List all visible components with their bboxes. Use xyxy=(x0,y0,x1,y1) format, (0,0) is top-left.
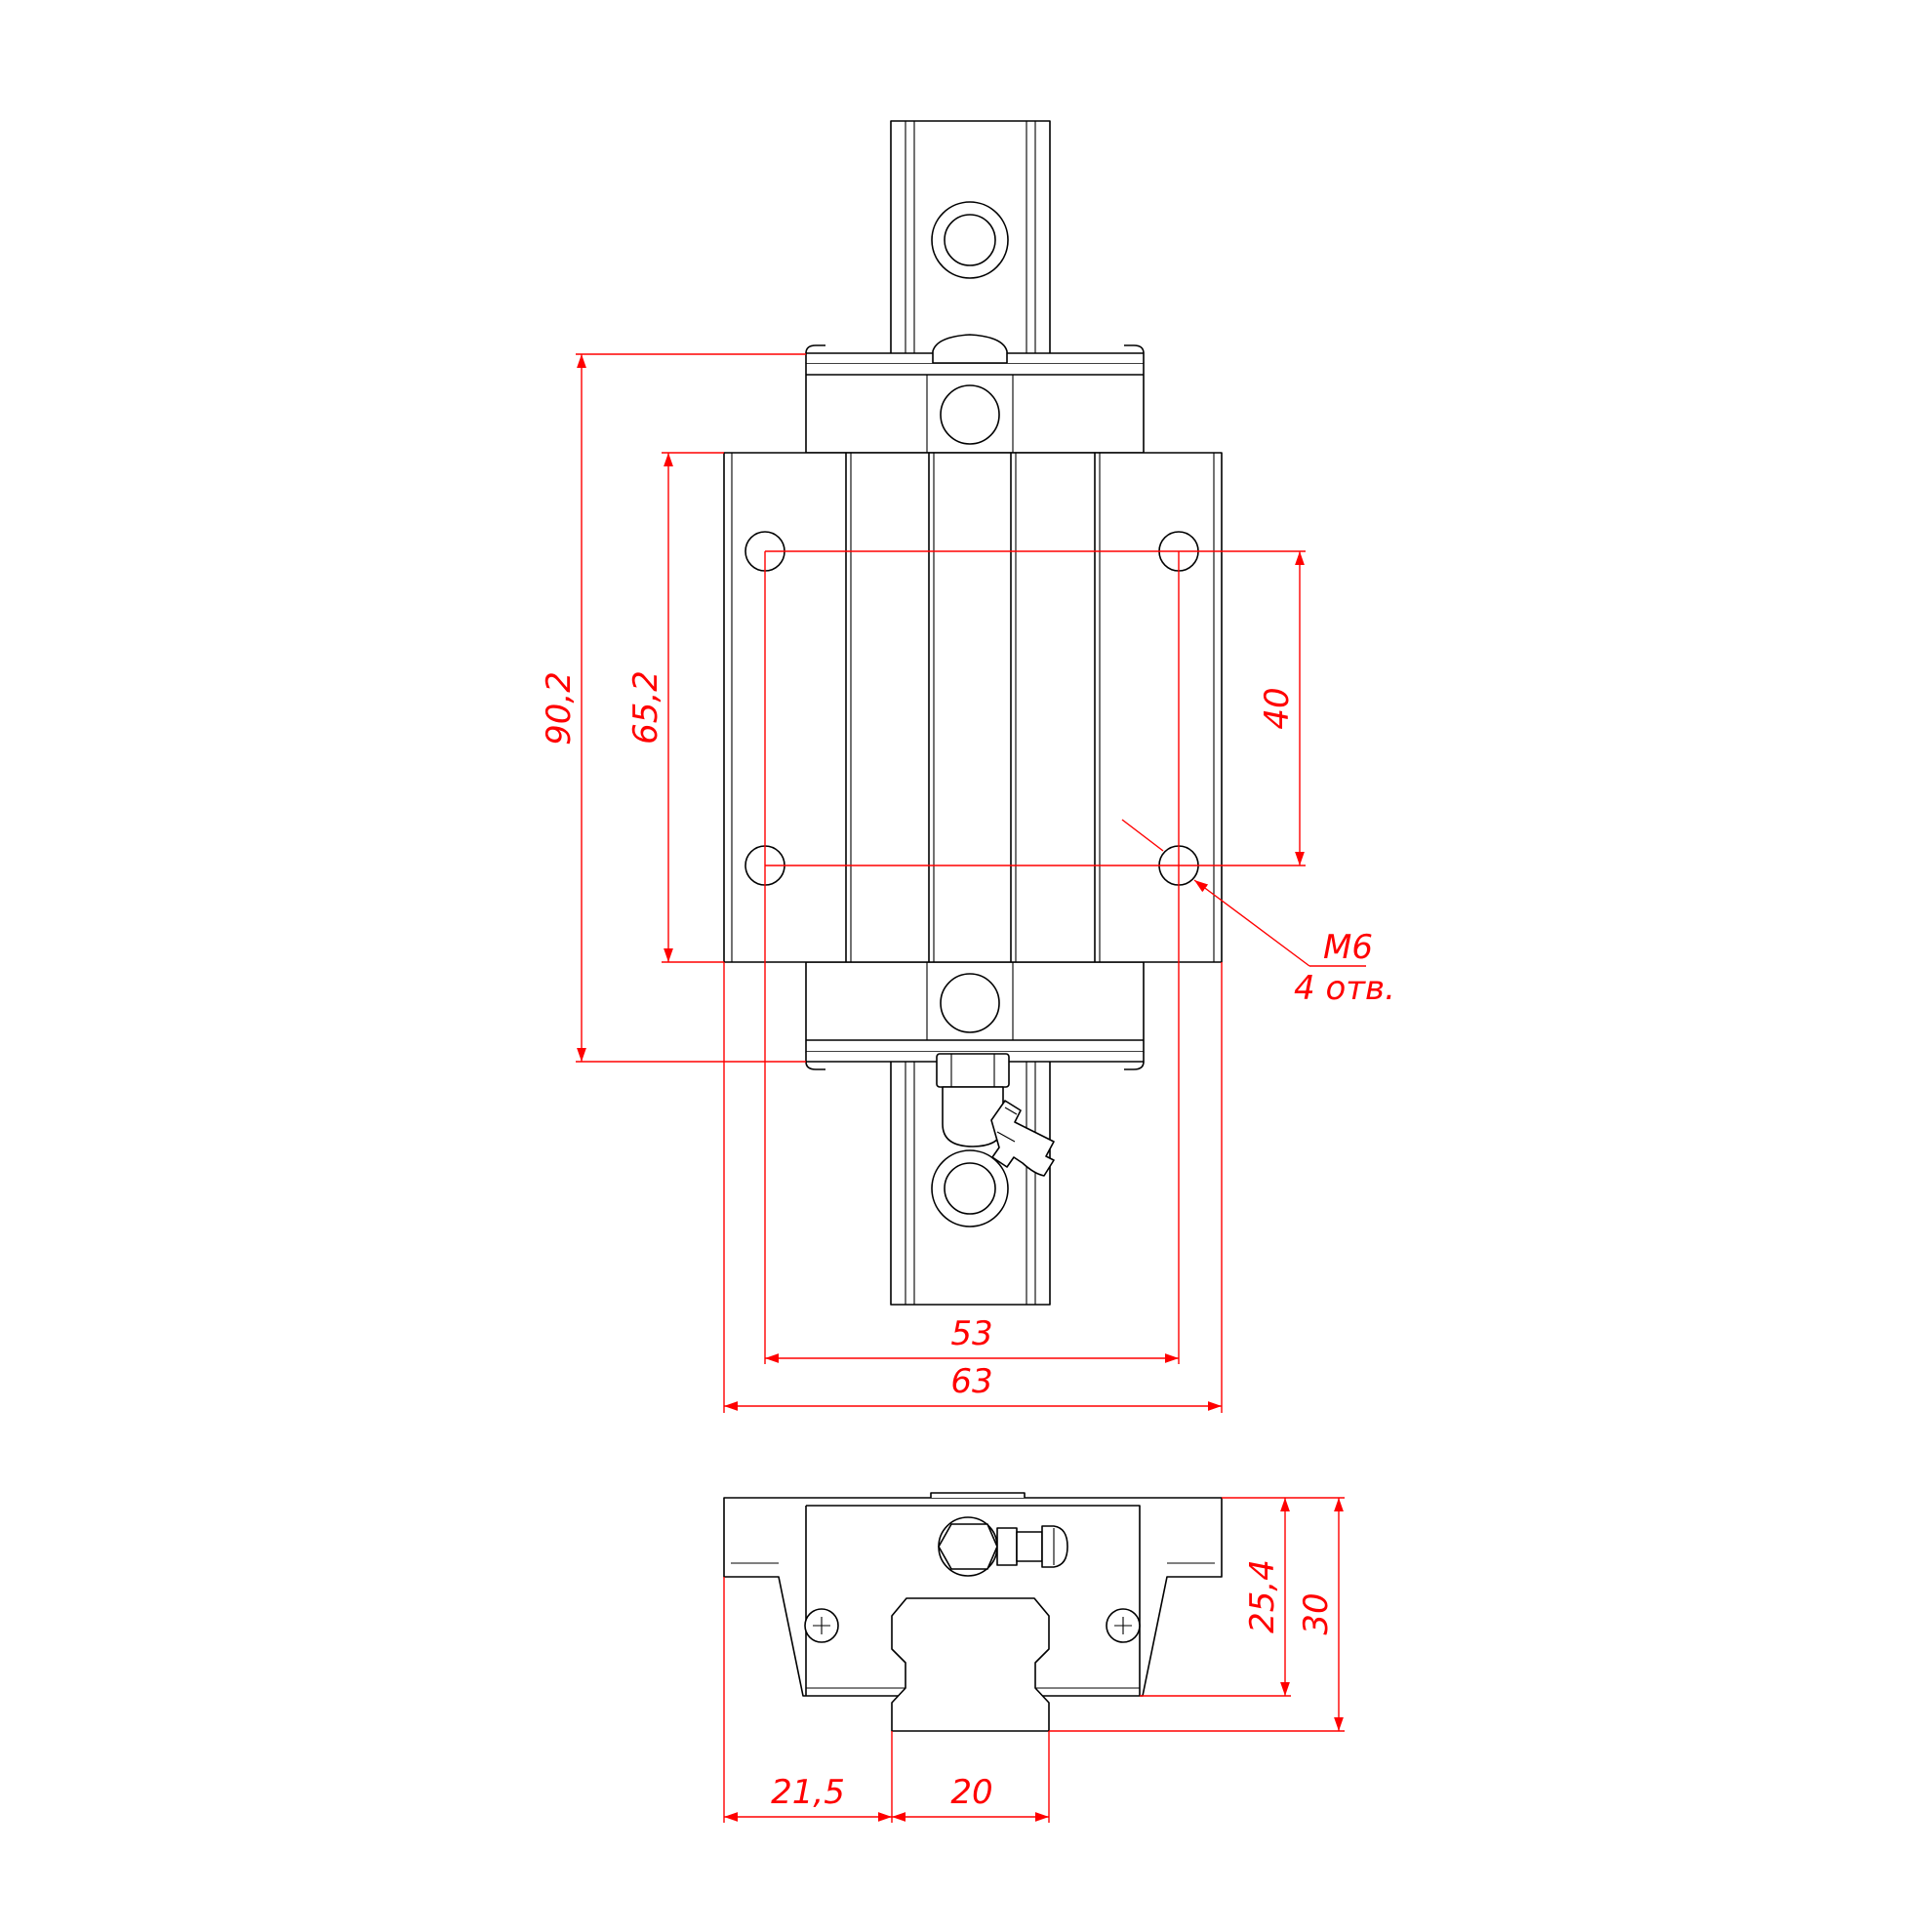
dimension-labels: 90,2 65,2 40 53 63 M6 4 отв. 25,4 30 21,… xyxy=(540,670,1395,1812)
carriage-profile xyxy=(723,1492,1223,1697)
carriage-body xyxy=(723,452,1223,963)
label-body-length: 65,2 xyxy=(626,670,665,745)
label-carriage-height: 25,4 xyxy=(1243,1559,1282,1633)
label-hole-count: 4 отв. xyxy=(1294,969,1395,1008)
grease-nipple-top xyxy=(936,1053,1055,1177)
grease-nipple-section xyxy=(938,1516,1068,1577)
label-overall-length: 90,2 xyxy=(540,671,579,745)
dimension-lines xyxy=(576,353,1366,1823)
rail-mounting-hole xyxy=(931,1149,1009,1228)
side-screw xyxy=(1106,1608,1141,1643)
end-seal-top xyxy=(805,334,1145,454)
label-body-width: 63 xyxy=(950,1362,992,1401)
label-rail-offset: 21,5 xyxy=(771,1773,845,1812)
end-view xyxy=(723,1492,1223,1732)
rail-profile xyxy=(891,1597,1050,1732)
label-hole-spacing-long: 40 xyxy=(1258,687,1297,729)
side-screw xyxy=(804,1608,839,1643)
label-rail-width: 20 xyxy=(950,1773,992,1812)
rail-mounting-hole xyxy=(931,201,1009,279)
label-hole-spacing-wide: 53 xyxy=(950,1314,992,1353)
label-hole-thread: M6 xyxy=(1323,928,1373,967)
top-view xyxy=(723,120,1223,1306)
hole-leader xyxy=(1193,879,1310,967)
label-total-height: 30 xyxy=(1297,1592,1336,1634)
